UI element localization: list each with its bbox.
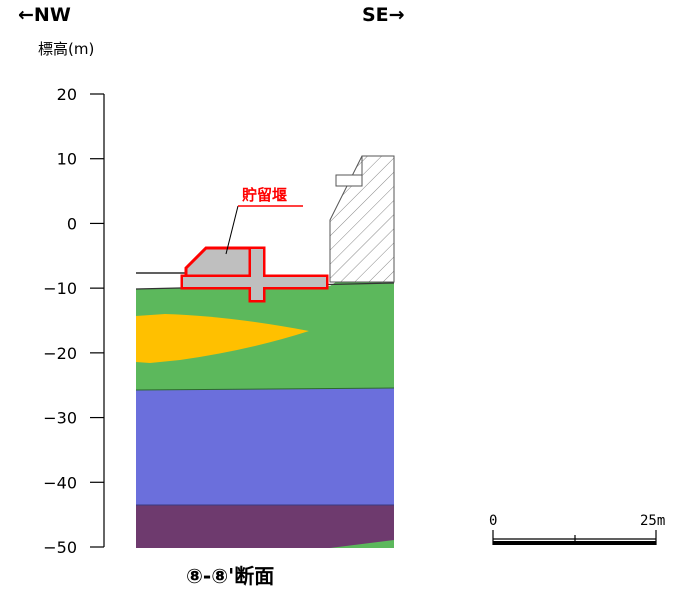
layer-purple <box>136 505 394 548</box>
direction-se-label: SE→ <box>362 4 405 26</box>
layer-orange-lens <box>136 314 309 363</box>
scale-start-label: 0 <box>489 513 497 529</box>
layer-green-bottom <box>330 540 394 548</box>
geological-layers <box>136 282 394 548</box>
weir-pile <box>251 249 263 300</box>
y-tick-label: 20 <box>57 85 77 104</box>
label-leader-line <box>225 205 239 255</box>
y-axis-ticks: 20 10 0 −10 −20 −30 −40 −50 <box>43 85 104 557</box>
y-tick-label: −50 <box>43 538 77 557</box>
scale-bar: 0 25m <box>489 513 665 545</box>
scale-end-label: 25m <box>640 513 665 529</box>
direction-nw-label: ←NW <box>18 4 71 26</box>
embankment-notch <box>335 174 363 187</box>
weir-label: 貯留堰 <box>242 186 287 204</box>
y-tick-label: −20 <box>43 344 77 363</box>
y-tick-label: −40 <box>43 473 77 492</box>
boundary-line-1 <box>136 387 394 391</box>
y-tick-label: −30 <box>43 409 77 428</box>
y-tick-label: 10 <box>57 150 77 169</box>
y-axis-title: 標高(m) <box>38 40 95 58</box>
layer-blue <box>136 388 394 505</box>
y-tick-label: −10 <box>43 279 77 298</box>
section-title: ⑧-⑧'断面 <box>186 564 275 588</box>
y-tick-label: 0 <box>67 214 77 233</box>
